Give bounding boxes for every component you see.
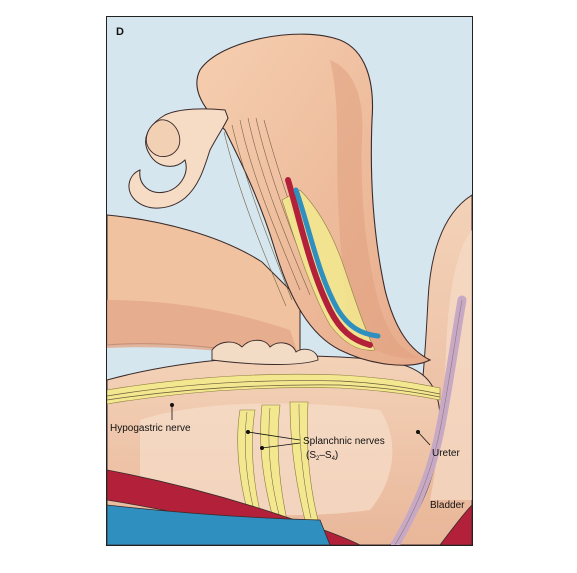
panel-frame [106,16,473,546]
right-artery [439,504,472,545]
iliac-vein [107,504,331,545]
uterine-nerve-plexus [281,189,376,351]
ovary [146,119,181,157]
ureter-outline [394,299,463,545]
hypogastric-nerve-strands [107,380,441,401]
uterine-vein [293,187,381,339]
ureter [390,295,467,545]
splanchnic-nerves-label: Splanchnic nerves [303,436,385,447]
hypogastric-nerve-label: Hypogastric nerve [110,423,191,434]
bladder-label: Bladder [430,500,465,511]
ureter-label: Ureter [432,448,460,459]
label-pointers [169,402,431,450]
uterus-shadow [330,60,420,359]
splanchnic-range-label: (S2–S4) [306,450,338,462]
rectal-fold [211,339,319,365]
panel-letter: D [116,26,124,38]
uterine-artery [285,177,373,348]
hypogastric-nerve-band [107,373,441,405]
